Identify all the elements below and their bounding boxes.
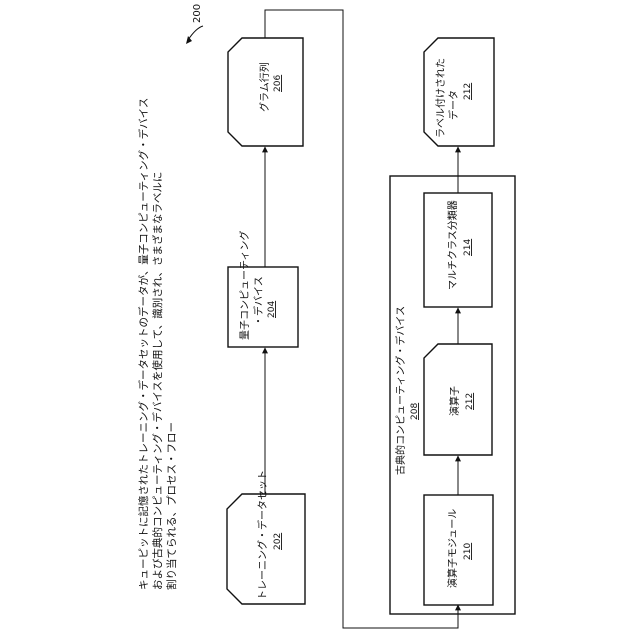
multiclass-classifier-ref: 214 [463,239,473,256]
node-multiclass-classifier: マルチクラス分類器 214 [424,193,492,307]
node-gram-matrix: グラム行列 206 [228,38,303,146]
labeled-data-label-1: ラベル付けされた [434,58,447,138]
gram-matrix-ref: 206 [273,75,283,92]
operator-ref: 212 [465,393,475,410]
classical-device-ref: 208 [410,403,420,420]
figure-ref-leader [188,26,203,40]
caption-line-1: キューピットに記憶されたトレーニング・データセットのデータが、量子コンピューティ… [137,98,150,590]
labeled-data-label-2: データ [447,90,460,120]
caption-line-2: および古典的コンピューティング・デバイスを使用して、識別され、さまざまなラベルに [151,172,164,590]
figure-ref-number: 200 [192,4,203,23]
training-dataset-ref: 202 [273,533,283,550]
quantum-device-label-1: 量子コンピューティング [238,231,251,340]
operator-module-ref: 210 [463,543,473,560]
node-operator-module: 演算子モジュール 210 [424,495,493,605]
labeled-data-ref: 212 [463,83,473,100]
quantum-device-ref: 204 [267,301,277,318]
caption-line-3: 割り当てられる、プロセス・フロー [165,422,178,590]
quantum-device-label-2: ・デバイス [252,276,265,326]
node-operator: 演算子 212 [424,344,492,455]
node-training-dataset: トレーニング・データセット 202 [227,470,305,604]
node-quantum-device: 量子コンピューティング ・デバイス 204 [228,231,298,347]
gram-matrix-label: グラム行列 [258,62,271,112]
node-labeled-data: ラベル付けされた データ 212 [424,38,494,146]
operator-module-label: 演算子モジュール [446,509,459,588]
figure-caption: キューピットに記憶されたトレーニング・データセットのデータが、量子コンピューティ… [137,98,178,590]
figure-ref-arrowhead [186,36,192,44]
multiclass-classifier-label: マルチクラス分類器 [447,200,459,290]
classical-device-label: 古典的コンピューティング・デバイス [394,306,407,475]
training-dataset-label: トレーニング・データセット [256,470,269,600]
operator-label: 演算子 [448,386,461,416]
